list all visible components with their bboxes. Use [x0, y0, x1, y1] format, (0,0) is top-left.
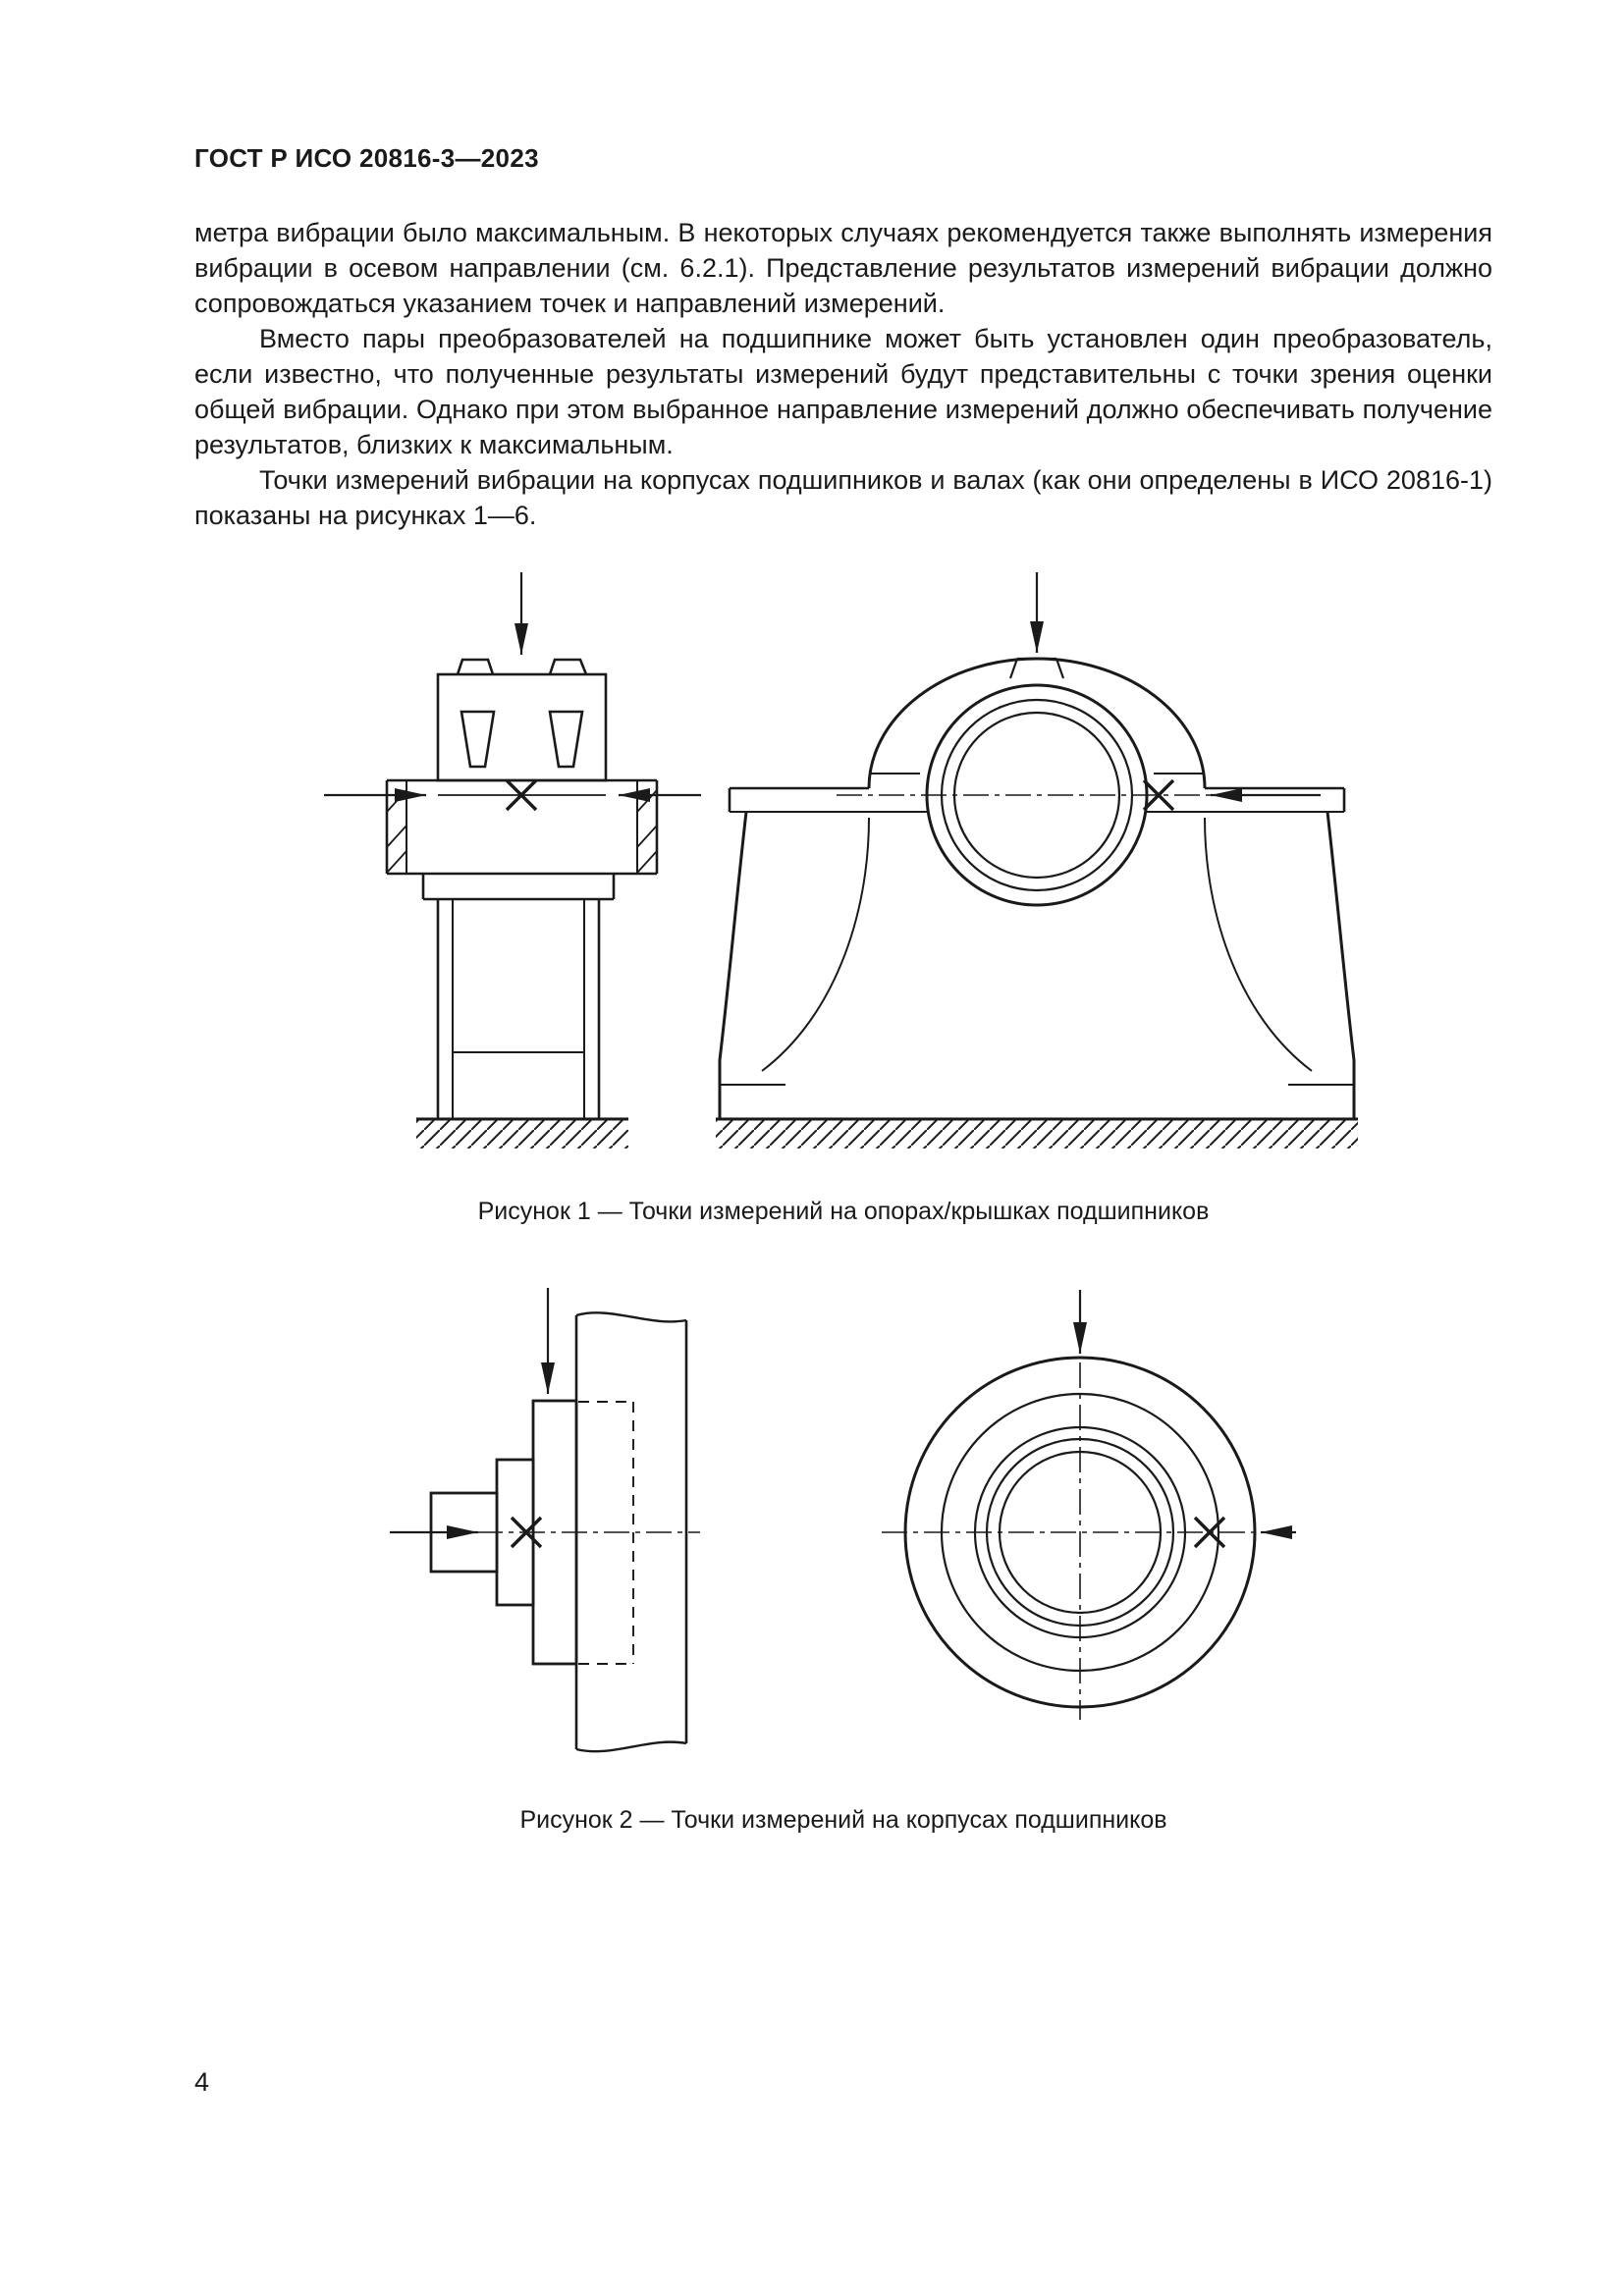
ground-hatching — [716, 1119, 1358, 1148]
measurement-point-x — [1142, 778, 1175, 812]
page-number: 4 — [194, 2067, 210, 2097]
measurement-point-x — [1193, 1516, 1226, 1549]
figure-2-drawing — [390, 1288, 1296, 1753]
document-header: ГОСТ Р ИСО 20816-3—2023 — [194, 143, 539, 173]
figure-2-caption: Рисунок 2 — Точки измерений на корпусах … — [519, 1806, 1167, 1834]
paragraph: Точки измерений вибрации на корпусах под… — [194, 465, 1492, 530]
paragraph: Вместо пары преобразователей на подшипни… — [194, 324, 1492, 459]
panel-break-edge — [575, 1311, 687, 1323]
figure1-left-drawing — [324, 572, 701, 1148]
figure2-left-drawing — [390, 1288, 700, 1753]
figure2-right-drawing — [882, 1290, 1296, 1720]
figure-1-drawing — [324, 572, 1358, 1148]
measurement-point-x — [510, 1516, 543, 1549]
housing-dome — [867, 657, 1207, 789]
figure-1-caption: Рисунок 1 — Точки измерений на опорах/кр… — [477, 1198, 1210, 1225]
hidden-lines — [578, 1401, 634, 1665]
body-text: метра вибрации было максимальным. В неко… — [194, 215, 1492, 533]
figure1-right-drawing — [716, 572, 1358, 1148]
ground-hatching — [416, 1119, 628, 1148]
measurement-point-x — [505, 778, 538, 812]
paragraph: метра вибрации было максимальным. В неко… — [194, 218, 1492, 318]
panel-break-edge — [575, 1740, 687, 1753]
